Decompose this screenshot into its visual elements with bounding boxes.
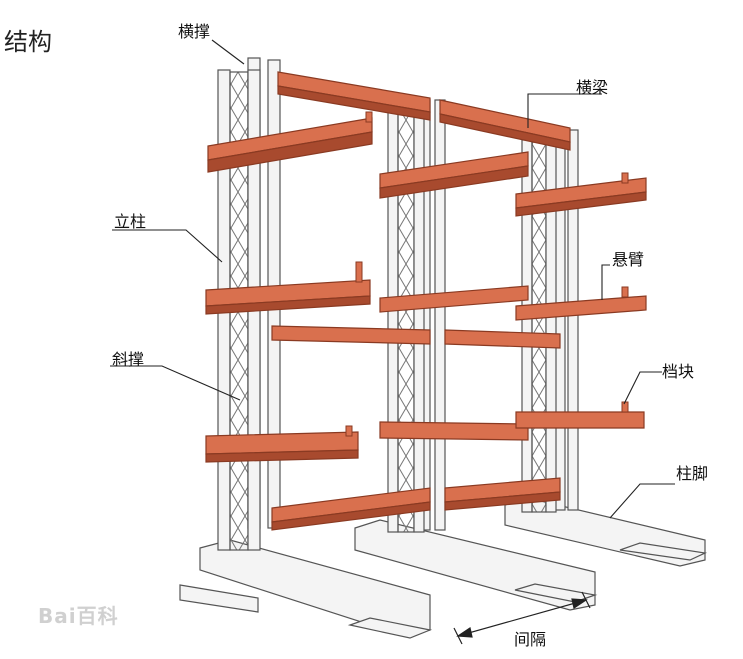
label-stopper: 档块 <box>662 362 695 381</box>
leader-lines <box>110 39 675 519</box>
label-diagonal: 斜撑 <box>112 350 145 369</box>
label-beam: 横梁 <box>576 78 609 97</box>
baidu-watermark: Bai百科 <box>38 604 119 628</box>
middle-beams <box>271 325 561 349</box>
diagram-title: 结构 <box>4 28 52 56</box>
spacing-dimension <box>453 591 591 645</box>
arm-stoppers <box>345 111 629 437</box>
cantilever-arms <box>205 117 647 463</box>
top-beams <box>277 71 571 151</box>
label-crossbrace: 横撑 <box>178 22 211 41</box>
label-spacing: 间隔 <box>514 630 547 649</box>
bottom-beams <box>271 477 561 531</box>
label-base: 柱脚 <box>676 464 709 483</box>
label-arm: 悬臂 <box>612 250 645 269</box>
label-column: 立柱 <box>114 212 147 231</box>
